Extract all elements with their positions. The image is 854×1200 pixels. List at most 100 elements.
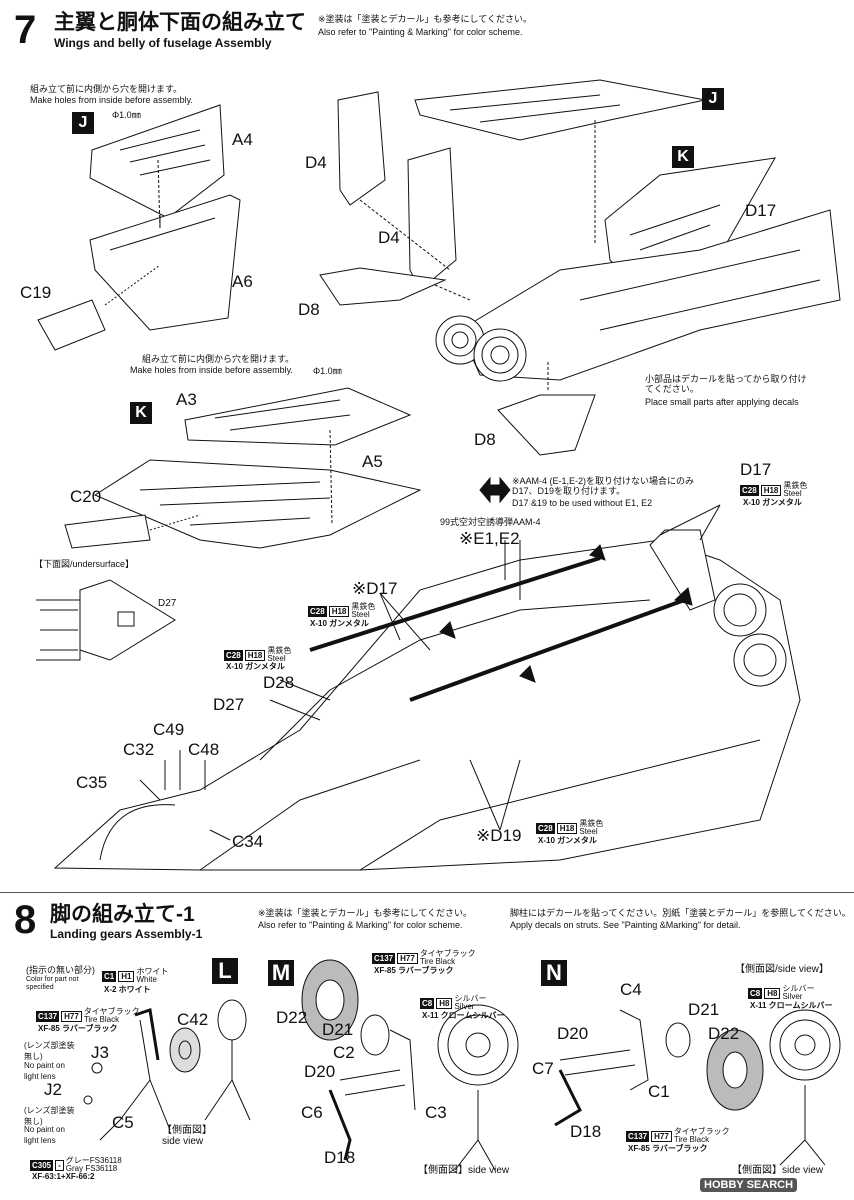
paint-c305-name: XF-63:1+XF-66:2 bbox=[32, 1172, 95, 1181]
hole-note-jp: 組み立て前に内側から穴を開けます。 bbox=[30, 84, 183, 94]
side-view-n: 【側面図】side view bbox=[732, 1165, 824, 1176]
part-d18-n: D18 bbox=[570, 1122, 602, 1141]
paint-c28-right-name: X-10 ガンメタル bbox=[743, 498, 802, 507]
part-c48: C48 bbox=[188, 740, 220, 759]
part-d21-n: D21 bbox=[688, 1000, 720, 1019]
marker-k-right: K bbox=[672, 146, 694, 168]
unspecified-jp: (指示の無い部分) bbox=[26, 965, 95, 975]
step7-subtitle: Wings and belly of fuselage Assembly bbox=[54, 36, 272, 50]
part-a6: A6 bbox=[232, 272, 253, 291]
side-view-m: 【側面図】side view bbox=[418, 1165, 510, 1176]
step7-title: 主翼と胴体下面の組み立て bbox=[54, 11, 306, 34]
part-c2: C2 bbox=[333, 1043, 355, 1062]
step8-decal-jp: 脚柱にはデカールを貼ってください。別紙「塗装とデカール」を参照してください。 bbox=[510, 908, 851, 918]
undersurface-label: 【下面図/undersurface】 bbox=[34, 559, 135, 569]
part-d28: D28 bbox=[263, 673, 295, 692]
part-d27: D27 bbox=[213, 695, 245, 714]
part-d22-n: D22 bbox=[708, 1024, 740, 1043]
part-d27-inset: D27 bbox=[158, 598, 177, 609]
part-c32: C32 bbox=[123, 740, 155, 759]
step7-note-en: Also refer to "Painting & Marking" for c… bbox=[318, 27, 523, 37]
part-d20-m: D20 bbox=[304, 1062, 336, 1081]
part-a5: A5 bbox=[362, 452, 383, 471]
lens-en-1: No paint on light lens bbox=[24, 1061, 65, 1081]
side-view-n-top: 【側面図/side view】 bbox=[735, 964, 829, 975]
part-c1: C1 bbox=[648, 1082, 670, 1101]
hole-note-en: Make holes from inside before assembly. bbox=[30, 95, 193, 105]
paint-c28-mid-name: X-10 ガンメタル bbox=[310, 619, 369, 628]
paint-c1-name: X-2 ホワイト bbox=[104, 985, 151, 994]
part-d4-a: D4 bbox=[305, 153, 327, 172]
part-d20-n: D20 bbox=[557, 1024, 589, 1043]
part-c6: C6 bbox=[301, 1103, 323, 1122]
part-d18-m: D18 bbox=[324, 1148, 356, 1167]
marker-j-left: J bbox=[72, 112, 94, 134]
part-d17-top: D17 bbox=[745, 201, 777, 220]
lens-en-2: No paint on light lens bbox=[24, 1125, 65, 1145]
hole-note-jp-2: 組み立て前に内側から穴を開けます。 bbox=[142, 354, 295, 364]
part-c34: C34 bbox=[232, 832, 264, 851]
step8-decal-en: Apply decals on struts. See "Painting &M… bbox=[510, 920, 741, 930]
part-a4: A4 bbox=[232, 130, 253, 149]
part-d4-b: D4 bbox=[378, 228, 400, 247]
lens-jp-2: (レンズ部塗装無し) bbox=[24, 1106, 75, 1126]
step8-note-en: Also refer to "Painting & Marking" for c… bbox=[258, 920, 463, 930]
missile-label: 99式空対空誘導弾AAM-4 bbox=[440, 517, 541, 527]
part-c42: C42 bbox=[177, 1010, 209, 1029]
part-e1-e2: ※E1,E2 bbox=[459, 529, 520, 548]
part-j2: J2 bbox=[44, 1080, 62, 1099]
part-d22-m: D22 bbox=[276, 1008, 308, 1027]
part-c49: C49 bbox=[153, 720, 185, 739]
part-c5: C5 bbox=[112, 1113, 134, 1132]
unspecified-en: Color for part not specified bbox=[26, 976, 79, 991]
part-c4: C4 bbox=[620, 980, 642, 999]
marker-n: N bbox=[541, 960, 567, 986]
part-c19: C19 bbox=[20, 283, 52, 302]
paint-c137-l-name: XF-85 ラバーブラック bbox=[38, 1024, 118, 1033]
watermark: HOBBY SEARCH bbox=[700, 1178, 798, 1192]
part-d21-m: D21 bbox=[322, 1020, 354, 1039]
step8-number: 8 bbox=[14, 898, 37, 942]
part-c7: C7 bbox=[532, 1059, 554, 1078]
aam-note-jp: ※AAM-4 (E-1,E-2)を取り付けない場合にのみ D17、D19を取り付… bbox=[512, 476, 695, 496]
aam-note-en: D17 &19 to be used without E1, E2 bbox=[512, 498, 653, 508]
step-separator bbox=[0, 892, 854, 893]
paint-c8-n-name: X-11 クロームシルバー bbox=[750, 1001, 833, 1010]
part-d8-b: D8 bbox=[474, 430, 496, 449]
step7-number: 7 bbox=[14, 8, 37, 52]
small-parts-en: Place small parts after applying decals bbox=[645, 397, 799, 407]
hole-size-2: Φ1.0㎜ bbox=[313, 366, 342, 376]
part-a3: A3 bbox=[176, 390, 197, 409]
part-c3: C3 bbox=[425, 1103, 447, 1122]
step8-subtitle: Landing gears Assembly-1 bbox=[50, 927, 203, 941]
side-view-l: 【側面図】 side view bbox=[162, 1125, 212, 1147]
part-d17-right: D17 bbox=[740, 460, 772, 479]
marker-m: M bbox=[268, 960, 294, 986]
hole-note-en-2: Make holes from inside before assembly. bbox=[130, 365, 293, 375]
lens-jp-1: (レンズ部塗装無し) bbox=[24, 1041, 75, 1061]
paint-c137-n-name: XF-85 ラバーブラック bbox=[628, 1144, 708, 1153]
hole-size: Φ1.0㎜ bbox=[112, 110, 141, 120]
paint-c28-left-name: X-10 ガンメタル bbox=[226, 662, 285, 671]
small-parts-jp: 小部品はデカールを貼ってから取り付けてください。 bbox=[645, 374, 807, 394]
paint-c8-m-name: X-11 クロームシルバー bbox=[422, 1011, 505, 1020]
part-j3: J3 bbox=[91, 1043, 109, 1062]
part-d17-mid: ※D17 bbox=[352, 579, 398, 598]
marker-j-right: J bbox=[702, 88, 724, 110]
part-c20: C20 bbox=[70, 487, 102, 506]
step7-note-jp: ※塗装は「塗装とデカール」も参考にしてください。 bbox=[318, 14, 533, 24]
paint-c28-bottom-name: X-10 ガンメタル bbox=[538, 836, 597, 845]
marker-l: L bbox=[212, 958, 238, 984]
marker-k-left: K bbox=[130, 402, 152, 424]
